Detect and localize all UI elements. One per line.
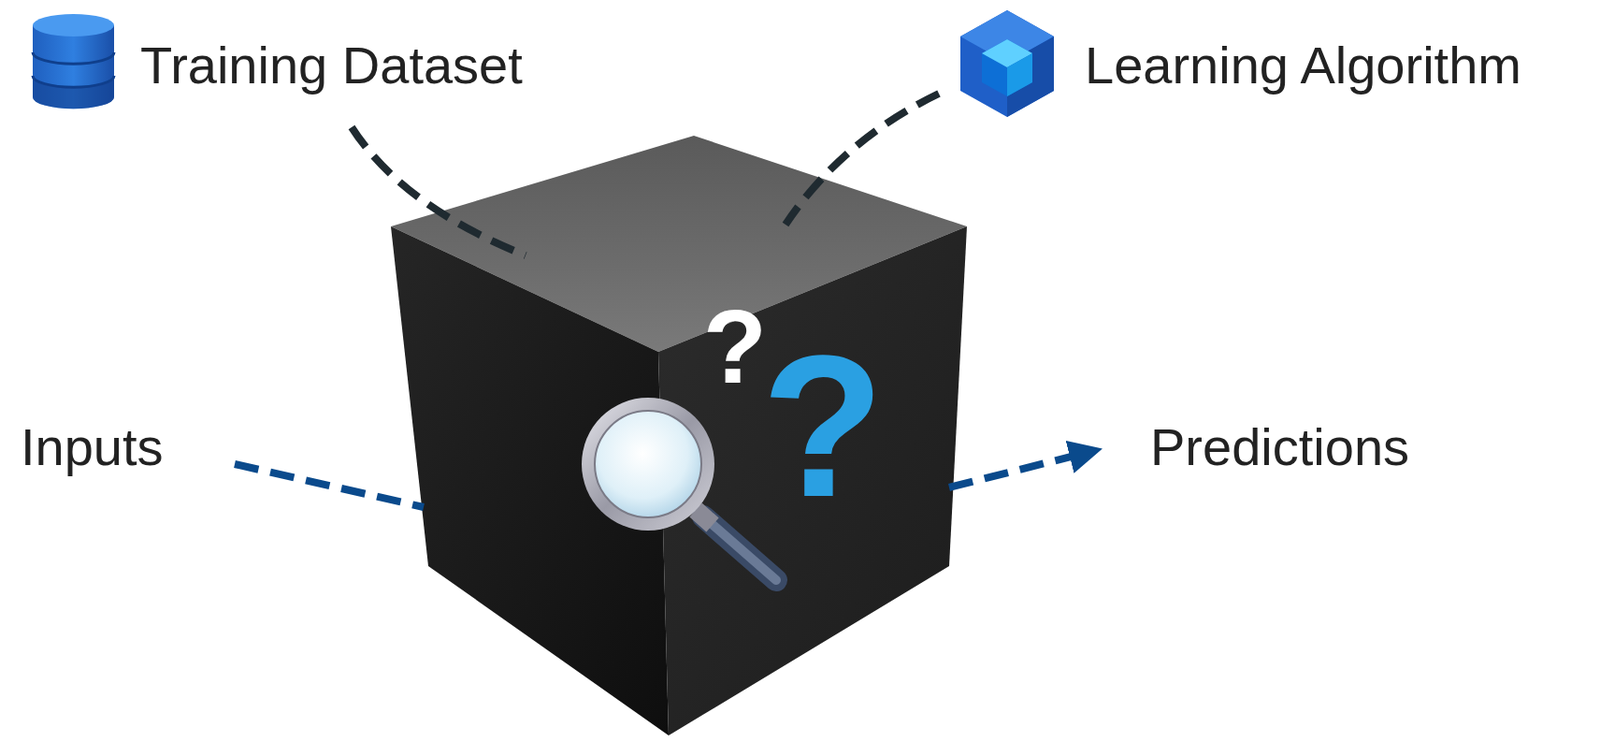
label-text: Predictions bbox=[1150, 420, 1410, 474]
black-box-cube bbox=[390, 135, 967, 736]
label-text: Training Dataset bbox=[140, 39, 523, 92]
database-icon bbox=[32, 14, 115, 109]
output-arrow bbox=[949, 451, 1090, 488]
algorithm-icon bbox=[960, 10, 1054, 117]
question-mark: ? bbox=[703, 294, 767, 400]
leader-line bbox=[785, 93, 939, 225]
magnifying-glass bbox=[581, 397, 777, 580]
label-text: Learning Algorithm bbox=[1084, 39, 1522, 92]
label-text: Inputs bbox=[20, 420, 164, 474]
leader-line bbox=[351, 127, 526, 256]
input-line bbox=[234, 463, 424, 507]
question-mark: ? bbox=[761, 325, 884, 527]
